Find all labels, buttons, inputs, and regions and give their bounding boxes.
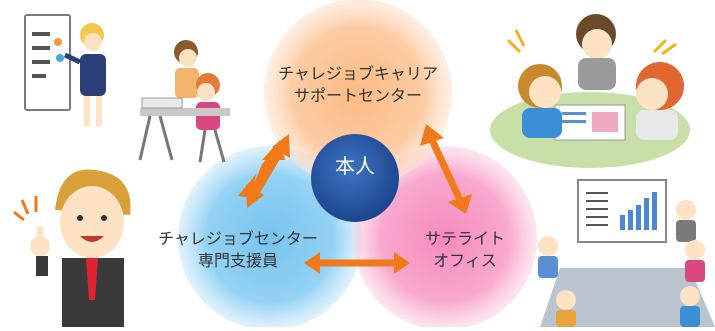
arrow-top-left-head-a (272, 134, 290, 158)
arrow-top-right (420, 124, 472, 214)
top-circle (264, 0, 452, 187)
top-circle-line2: サポートセンター (293, 86, 422, 105)
study-desk-illustration (138, 40, 230, 163)
arrow-bottom (304, 252, 410, 274)
businessman-illustration (13, 169, 131, 327)
right-circle (353, 146, 537, 330)
hub-circle (311, 134, 399, 222)
top-circle-line1: チャレジョブキャリア (278, 64, 438, 83)
left-circle-line1: チャレジョブセンター (158, 229, 318, 248)
left-circle-label: チャレジョブセンター 専門支援員 (138, 228, 338, 272)
arrow-top-left-head-b (246, 184, 264, 208)
right-circle-line2: オフィス (433, 251, 497, 270)
hub-label: 本人 (335, 154, 375, 178)
left-circle-line2: 専門支援員 (197, 251, 278, 270)
right-circle-label: サテライト オフィス (410, 228, 520, 272)
meeting-illustration (490, 14, 690, 168)
right-circle-line1: サテライト (424, 229, 505, 248)
conference-illustration (538, 179, 715, 327)
arrow-top-left-shaft (250, 145, 287, 198)
presentation-illustration (24, 14, 106, 126)
top-circle-label: チャレジョブキャリア サポートセンター (258, 63, 458, 107)
